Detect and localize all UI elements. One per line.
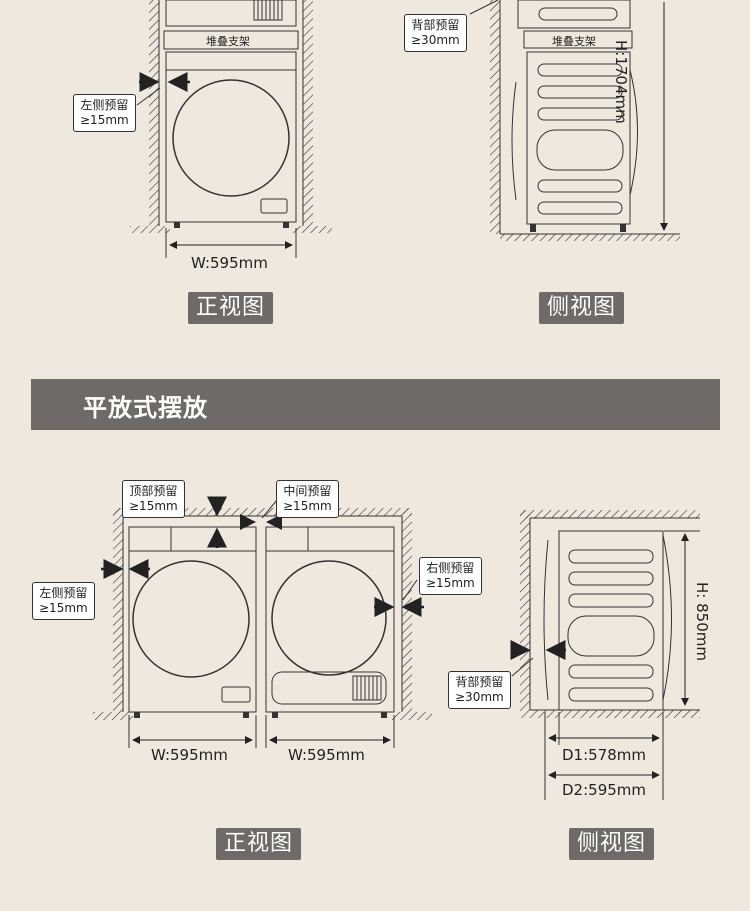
flat-front-view (93, 496, 432, 748)
stacked-side-view (469, 0, 680, 241)
flat-width-right-label: W:595mm (288, 746, 365, 764)
callout-title: 背部预留 (411, 18, 460, 32)
callout-value: ≥30mm (411, 33, 460, 47)
callout-title: 顶部预留 (129, 484, 178, 498)
callout-title: 左侧预留 (80, 98, 129, 112)
flat-width-left-label: W:595mm (151, 746, 228, 764)
top-clearance-callout: 顶部预留 ≥15mm (122, 480, 185, 518)
flat-side-view-label: 侧视图 (569, 828, 655, 860)
depth1-label: D1:578mm (562, 746, 647, 764)
callout-value: ≥30mm (455, 690, 504, 704)
stacked-height-label: H:1704mm (612, 40, 630, 124)
callout-title: 右侧预留 (426, 561, 475, 575)
callout-title: 背部预留 (455, 675, 504, 689)
depth2-label: D2:595mm (562, 781, 647, 799)
section-title: 平放式摆放 (83, 394, 208, 422)
callout-value: ≥15mm (129, 499, 178, 513)
flat-back-clearance-callout: 背部预留 ≥30mm (448, 671, 511, 709)
side-stacking-bracket-label: 堆叠支架 (552, 35, 596, 48)
flat-left-clearance-callout: 左侧预留 ≥15mm (32, 582, 95, 620)
flat-height-label: H: 850mm (693, 582, 711, 661)
callout-value: ≥15mm (426, 576, 475, 590)
middle-clearance-callout: 中间预留 ≥15mm (276, 480, 339, 518)
flat-front-view-label: 正视图 (216, 828, 302, 860)
callout-title: 左侧预留 (39, 586, 88, 600)
stacked-side-view-label: 侧视图 (539, 292, 625, 324)
section-header: 平放式摆放 (31, 379, 720, 430)
stacked-width-label: W:595mm (191, 254, 268, 272)
stacked-left-clearance-callout: 左侧预留 ≥15mm (73, 94, 136, 132)
callout-title: 中间预留 (283, 484, 332, 498)
stacking-bracket-label: 堆叠支架 (206, 35, 250, 48)
callout-value: ≥15mm (80, 113, 129, 127)
callout-value: ≥15mm (283, 499, 332, 513)
right-clearance-callout: 右侧预留 ≥15mm (419, 557, 482, 595)
stacked-back-clearance-callout: 背部预留 ≥30mm (404, 14, 467, 52)
stacked-front-view-label: 正视图 (188, 292, 274, 324)
flat-side-view (510, 510, 700, 800)
callout-value: ≥15mm (39, 601, 88, 615)
stacked-front-view (130, 0, 332, 258)
